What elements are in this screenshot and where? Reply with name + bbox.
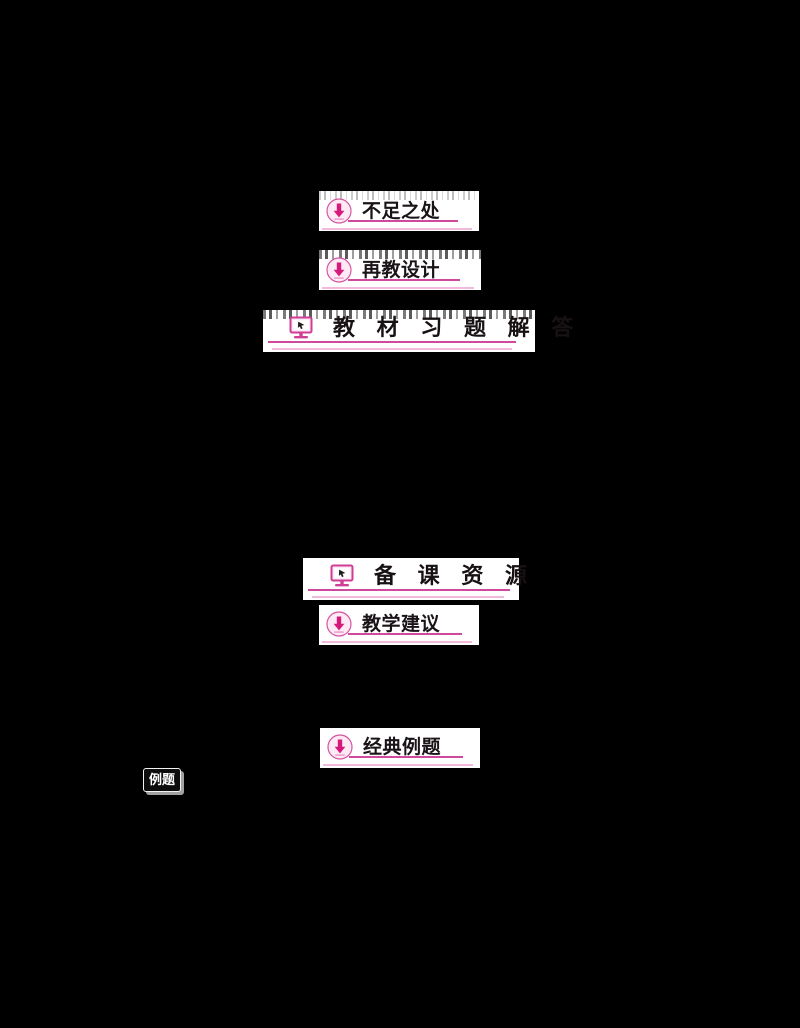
section-label-bei-ke-zi-yuan: 备 课 资 源 [374,563,534,589]
section-label-jiao-cai-xi-ti-jie-da: 教 材 习 题 解 答 [333,315,581,341]
section-header-jing-dian-li-ti[interactable]: 经典例题 [327,734,441,760]
monitor-cursor-icon [287,315,315,341]
underline-jiao-cai-xi-ti-jie-da [268,341,516,343]
underline-soft-jiao-cai-xi-ti-jie-da [272,348,512,350]
underline-bei-ke-zi-yuan [308,589,510,591]
section-header-zai-jiao-she-ji[interactable]: 再教设计 [326,257,440,283]
section-label-zai-jiao-she-ji: 再教设计 [362,258,441,281]
example-badge[interactable]: 例题 [143,768,181,792]
example-badge-label: 例题 [148,772,175,788]
underline-jing-dian-li-ti [349,756,463,758]
underline-soft-jiao-xue-jian-yi [322,641,472,643]
underline-bu-zu-zhi-chu [348,220,458,222]
section-header-bu-zu-zhi-chu[interactable]: 不足之处 [326,198,440,224]
download-circle-icon [326,198,352,224]
underline-soft-jing-dian-li-ti [323,764,473,766]
section-label-bu-zu-zhi-chu: 不足之处 [362,199,441,222]
section-label-jiao-xue-jian-yi: 教学建议 [362,612,441,635]
underline-soft-bei-ke-zi-yuan [312,596,504,598]
download-circle-icon [327,734,353,760]
scan-noise-band [319,250,481,259]
section-header-jiao-xue-jian-yi[interactable]: 教学建议 [326,611,440,637]
section-label-jing-dian-li-ti: 经典例题 [363,735,442,758]
section-header-jiao-cai-xi-ti-jie-da[interactable]: 教 材 习 题 解 答 [287,315,580,341]
underline-jiao-xue-jian-yi [348,633,462,635]
underline-zai-jiao-she-ji [348,279,460,281]
monitor-cursor-icon [328,563,356,589]
download-circle-icon [326,611,352,637]
section-header-bei-ke-zi-yuan[interactable]: 备 课 资 源 [328,563,534,589]
scan-noise-band [263,310,535,319]
underline-soft-bu-zu-zhi-chu [322,228,472,230]
underline-soft-zai-jiao-she-ji [322,287,474,289]
download-circle-icon [326,257,352,283]
scan-noise-band [319,191,479,200]
